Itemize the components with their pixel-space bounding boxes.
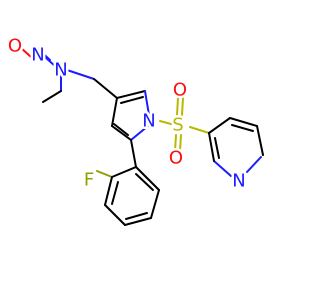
bond-pyrrole-c5-n: [144, 90, 150, 116]
bond-pyrrole-n-c2: [130, 125, 149, 141]
bond-phenyl-c5-c6: [150, 189, 160, 219]
bond-s-o-bottom-double: [179, 134, 182, 152]
canvas-background: [0, 0, 300, 300]
bond-n-ch2: [66, 69, 95, 80]
bond-c-f: [96, 170, 113, 178]
bond-n-s: [159, 120, 172, 125]
bond-phenyl-c6-c1-double: [135, 173, 154, 191]
bond-phenyl-c3-c4: [104, 204, 126, 226]
atom-label-f-fluorine: F: [84, 170, 94, 191]
bond-pyrrole-c2-c3a: [111, 125, 132, 141]
bond-phenyl-c2-c3-double: [111, 181, 119, 205]
bond-pyrrole-c3-c4-double: [120, 96, 144, 104]
bond-pyridine-c5-c6: [256, 125, 264, 156]
bond-pyrrole-c2-c3a-double: [113, 123, 129, 136]
atom-label-n-pyridine: N: [232, 171, 245, 192]
atom-label-o-sulfonyl-top: O: [173, 80, 187, 101]
bond-pyridine-c2-c3-double: [214, 137, 220, 159]
bond-pyridine-c3-c4: [208, 117, 231, 134]
bond-pyridine-c2-c3: [208, 132, 215, 162]
bond-pyrrole-phenyl: [130, 139, 137, 168]
bond-pyridine-c4-c5-double: [231, 124, 254, 132]
chemical-structure-diagram: O N N N S O O N F: [0, 0, 300, 300]
bond-pyridine-c6-n: [246, 156, 262, 173]
bond-ch2-pyrrole: [93, 78, 118, 99]
bond-s-o-top: [176, 97, 179, 116]
bond-pyridine-c4-c5: [229, 117, 258, 127]
bond-o-n-nitroso: [19, 46, 32, 58]
bond-pyridine-n-c2: [213, 160, 232, 177]
atom-label-s-sulfonyl: S: [172, 115, 183, 136]
bond-s-o-top-double: [181, 97, 184, 116]
bond-nitroso-double: [34, 45, 51, 61]
bond-phenyl-c4-c5: [124, 217, 152, 226]
bond-pyrrole-c3-c4: [116, 90, 146, 99]
bond-phenyl-c4-c5-double: [125, 212, 148, 220]
bond-phenyl-c6-c1: [135, 166, 160, 191]
atom-label-o-sulfonyl-bottom: O: [169, 148, 183, 169]
bond-s-o-bottom: [174, 134, 177, 152]
atom-label-n-pyrrole: N: [142, 111, 155, 132]
atom-label-o-nitroso: O: [8, 36, 22, 57]
molecule-canvas: O N N N S O O N F: [0, 0, 300, 300]
bond-phenyl-c2-c3: [104, 176, 113, 206]
bond-n-n: [44, 56, 56, 67]
atom-label-n-nitroso: N: [31, 45, 44, 66]
bond-phenyl-c1-c2: [111, 166, 137, 178]
bond-methyl: [42, 90, 62, 103]
atom-label-n-methyl: N: [54, 60, 67, 81]
bond-s-pyridine: [189, 126, 210, 134]
bond-pyrrole-c3a-c3: [111, 97, 118, 127]
